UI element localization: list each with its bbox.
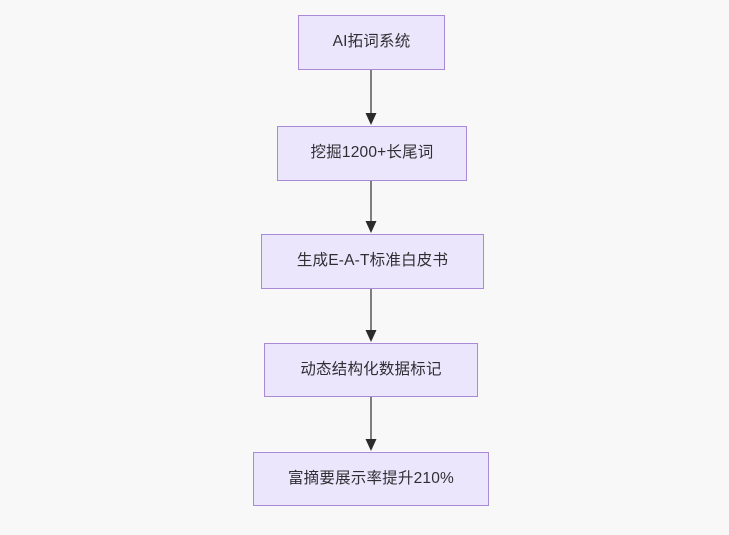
edge-node4-to-node5 <box>365 397 377 451</box>
edge-node3-to-node4 <box>365 289 377 342</box>
node-label: 挖掘1200+长尾词 <box>310 144 434 162</box>
node-label: AI拓词系统 <box>332 33 411 51</box>
node-label: 生成E-A-T标准白皮书 <box>296 252 449 270</box>
edge-node1-to-node2 <box>365 70 377 125</box>
node-label: 动态结构化数据标记 <box>300 360 442 378</box>
flowchart-node-dynamic-structured-data-markup[interactable]: 动态结构化数据标记 <box>264 343 478 397</box>
flowchart-node-generate-eat-whitepaper[interactable]: 生成E-A-T标准白皮书 <box>261 234 484 289</box>
flowchart-node-ai-keyword-system[interactable]: AI拓词系统 <box>298 15 445 70</box>
flowchart-node-rich-snippet-impression-lift[interactable]: 富摘要展示率提升210% <box>253 452 489 506</box>
edge-node2-to-node3 <box>365 181 377 233</box>
node-label: 富摘要展示率提升210% <box>287 469 455 487</box>
flowchart-node-mine-longtail-keywords[interactable]: 挖掘1200+长尾词 <box>277 126 467 181</box>
